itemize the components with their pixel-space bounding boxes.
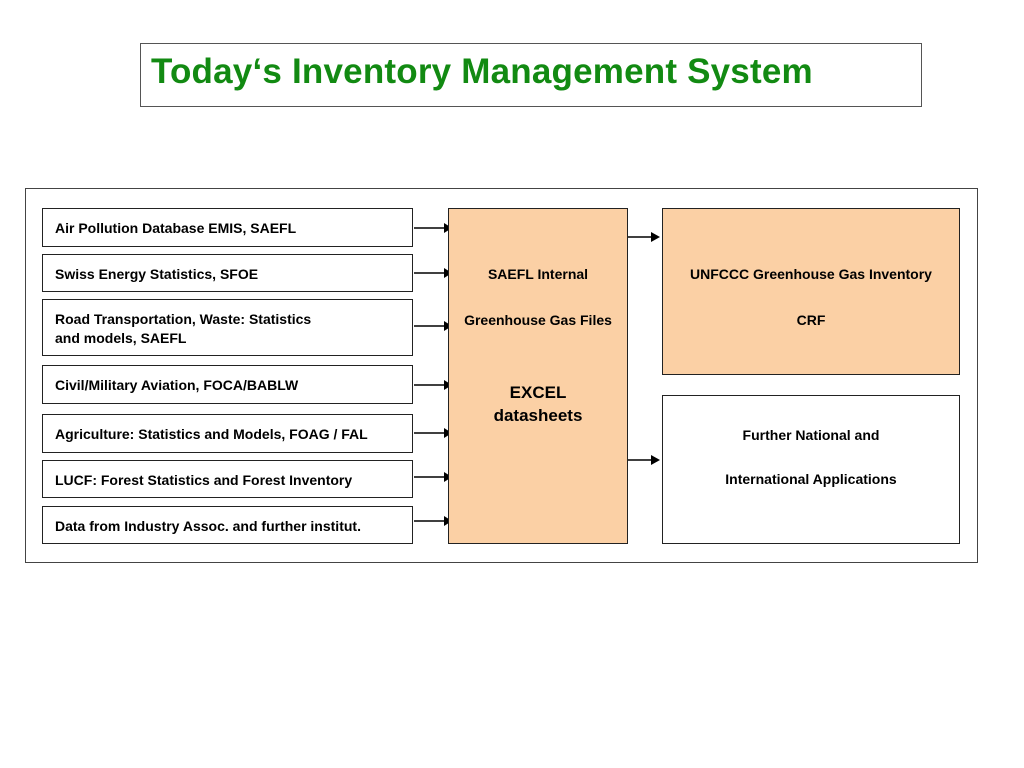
source-label: Civil/Military Aviation, FOCA/BABLW bbox=[55, 377, 299, 393]
hub-excel-label: EXCEL datasheets bbox=[449, 381, 627, 427]
page-title: Today‘s Inventory Management System bbox=[151, 52, 813, 91]
source-box-agriculture: Agriculture: Statistics and Models, FOAG… bbox=[42, 414, 413, 453]
further-applications-box: Further National and International Appli… bbox=[662, 395, 960, 544]
hub-label-line2: Greenhouse Gas Files bbox=[464, 312, 612, 328]
source-label: Air Pollution Database EMIS, SAEFL bbox=[55, 220, 297, 236]
source-label: Road Transportation, Waste: Statistics bbox=[55, 311, 312, 327]
unfccc-label-line2: CRF bbox=[796, 312, 826, 328]
source-label: Agriculture: Statistics and Models, FOAG… bbox=[55, 426, 368, 442]
source-box-industry: Data from Industry Assoc. and further in… bbox=[42, 506, 413, 544]
arrow-icon bbox=[628, 232, 660, 242]
source-box-aviation: Civil/Military Aviation, FOCA/BABLW bbox=[42, 365, 413, 404]
source-box-road-waste: Road Transportation, Waste: Statistics a… bbox=[42, 299, 413, 356]
source-label: Data from Industry Assoc. and further in… bbox=[55, 518, 361, 534]
title-box: Today‘s Inventory Management System bbox=[140, 43, 922, 107]
source-box-energy: Swiss Energy Statistics, SFOE bbox=[42, 254, 413, 292]
source-label: Swiss Energy Statistics, SFOE bbox=[55, 266, 259, 282]
unfccc-output-box: UNFCCC Greenhouse Gas Inventory CRF bbox=[662, 208, 960, 375]
unfccc-label-line1: UNFCCC Greenhouse Gas Inventory bbox=[690, 266, 932, 282]
further-label-line2: International Applications bbox=[725, 471, 897, 487]
source-label: LUCF: Forest Statistics and Forest Inven… bbox=[55, 472, 353, 488]
arrow-icon bbox=[628, 455, 660, 465]
source-box-lucf: LUCF: Forest Statistics and Forest Inven… bbox=[42, 460, 413, 498]
further-label-line1: Further National and bbox=[742, 427, 880, 443]
hub-excel-line2: datasheets bbox=[493, 406, 583, 425]
source-box-emis: Air Pollution Database EMIS, SAEFL bbox=[42, 208, 413, 247]
hub-label-line1: SAEFL Internal bbox=[487, 266, 589, 282]
source-label-line2: and models, SAEFL bbox=[55, 330, 187, 346]
excel-hub-box: SAEFL Internal Greenhouse Gas Files EXCE… bbox=[448, 208, 628, 544]
hub-excel-line1: EXCEL bbox=[509, 383, 567, 402]
